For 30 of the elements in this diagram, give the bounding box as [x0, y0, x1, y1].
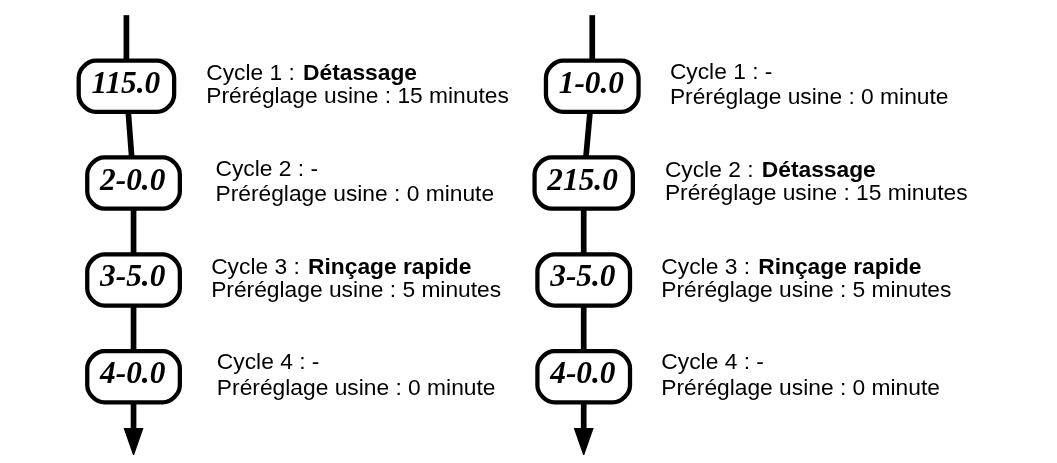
node-label: Cycle 2 : -	[215, 154, 318, 181]
node-label: Préréglage usine : 0 minute	[661, 374, 940, 401]
node-label: Cycle 2 : Détassage	[664, 156, 876, 183]
connector	[583, 112, 593, 158]
node-box: 3-5.0	[85, 252, 182, 308]
connector	[125, 112, 135, 157]
node-box: 3-5.0	[535, 252, 633, 308]
arrow	[573, 402, 594, 455]
connector	[589, 15, 596, 61]
node-box: 115.0	[76, 58, 177, 114]
connector	[130, 306, 137, 351]
node-label: Préréglage usine : 0 minute	[215, 180, 495, 207]
node-label: Cycle 1 : Détassage	[206, 59, 418, 86]
node-label: Préréglage usine : 0 minute	[216, 374, 496, 401]
connector	[130, 209, 137, 254]
connector	[580, 209, 587, 254]
node-label: Cycle 4 : -	[661, 348, 764, 375]
node-label: Cycle 4 : -	[216, 348, 320, 375]
node-box: 215.0	[532, 155, 635, 211]
connector	[123, 15, 130, 61]
node-label: Cycle 3 : Rinçage rapide	[211, 252, 472, 279]
node-box: 2-0.0	[85, 155, 182, 211]
connector	[580, 306, 587, 351]
node-label: Cycle 1 : -	[669, 57, 773, 84]
node-label: Cycle 3 : Rinçage rapide	[661, 252, 922, 279]
node-box: 1-0.0	[543, 58, 641, 114]
node-box: 4-0.0	[535, 349, 633, 405]
arrow	[123, 402, 144, 455]
node-box: 4-0.0	[85, 349, 182, 405]
node-label: Préréglage usine : 0 minute	[669, 83, 949, 110]
